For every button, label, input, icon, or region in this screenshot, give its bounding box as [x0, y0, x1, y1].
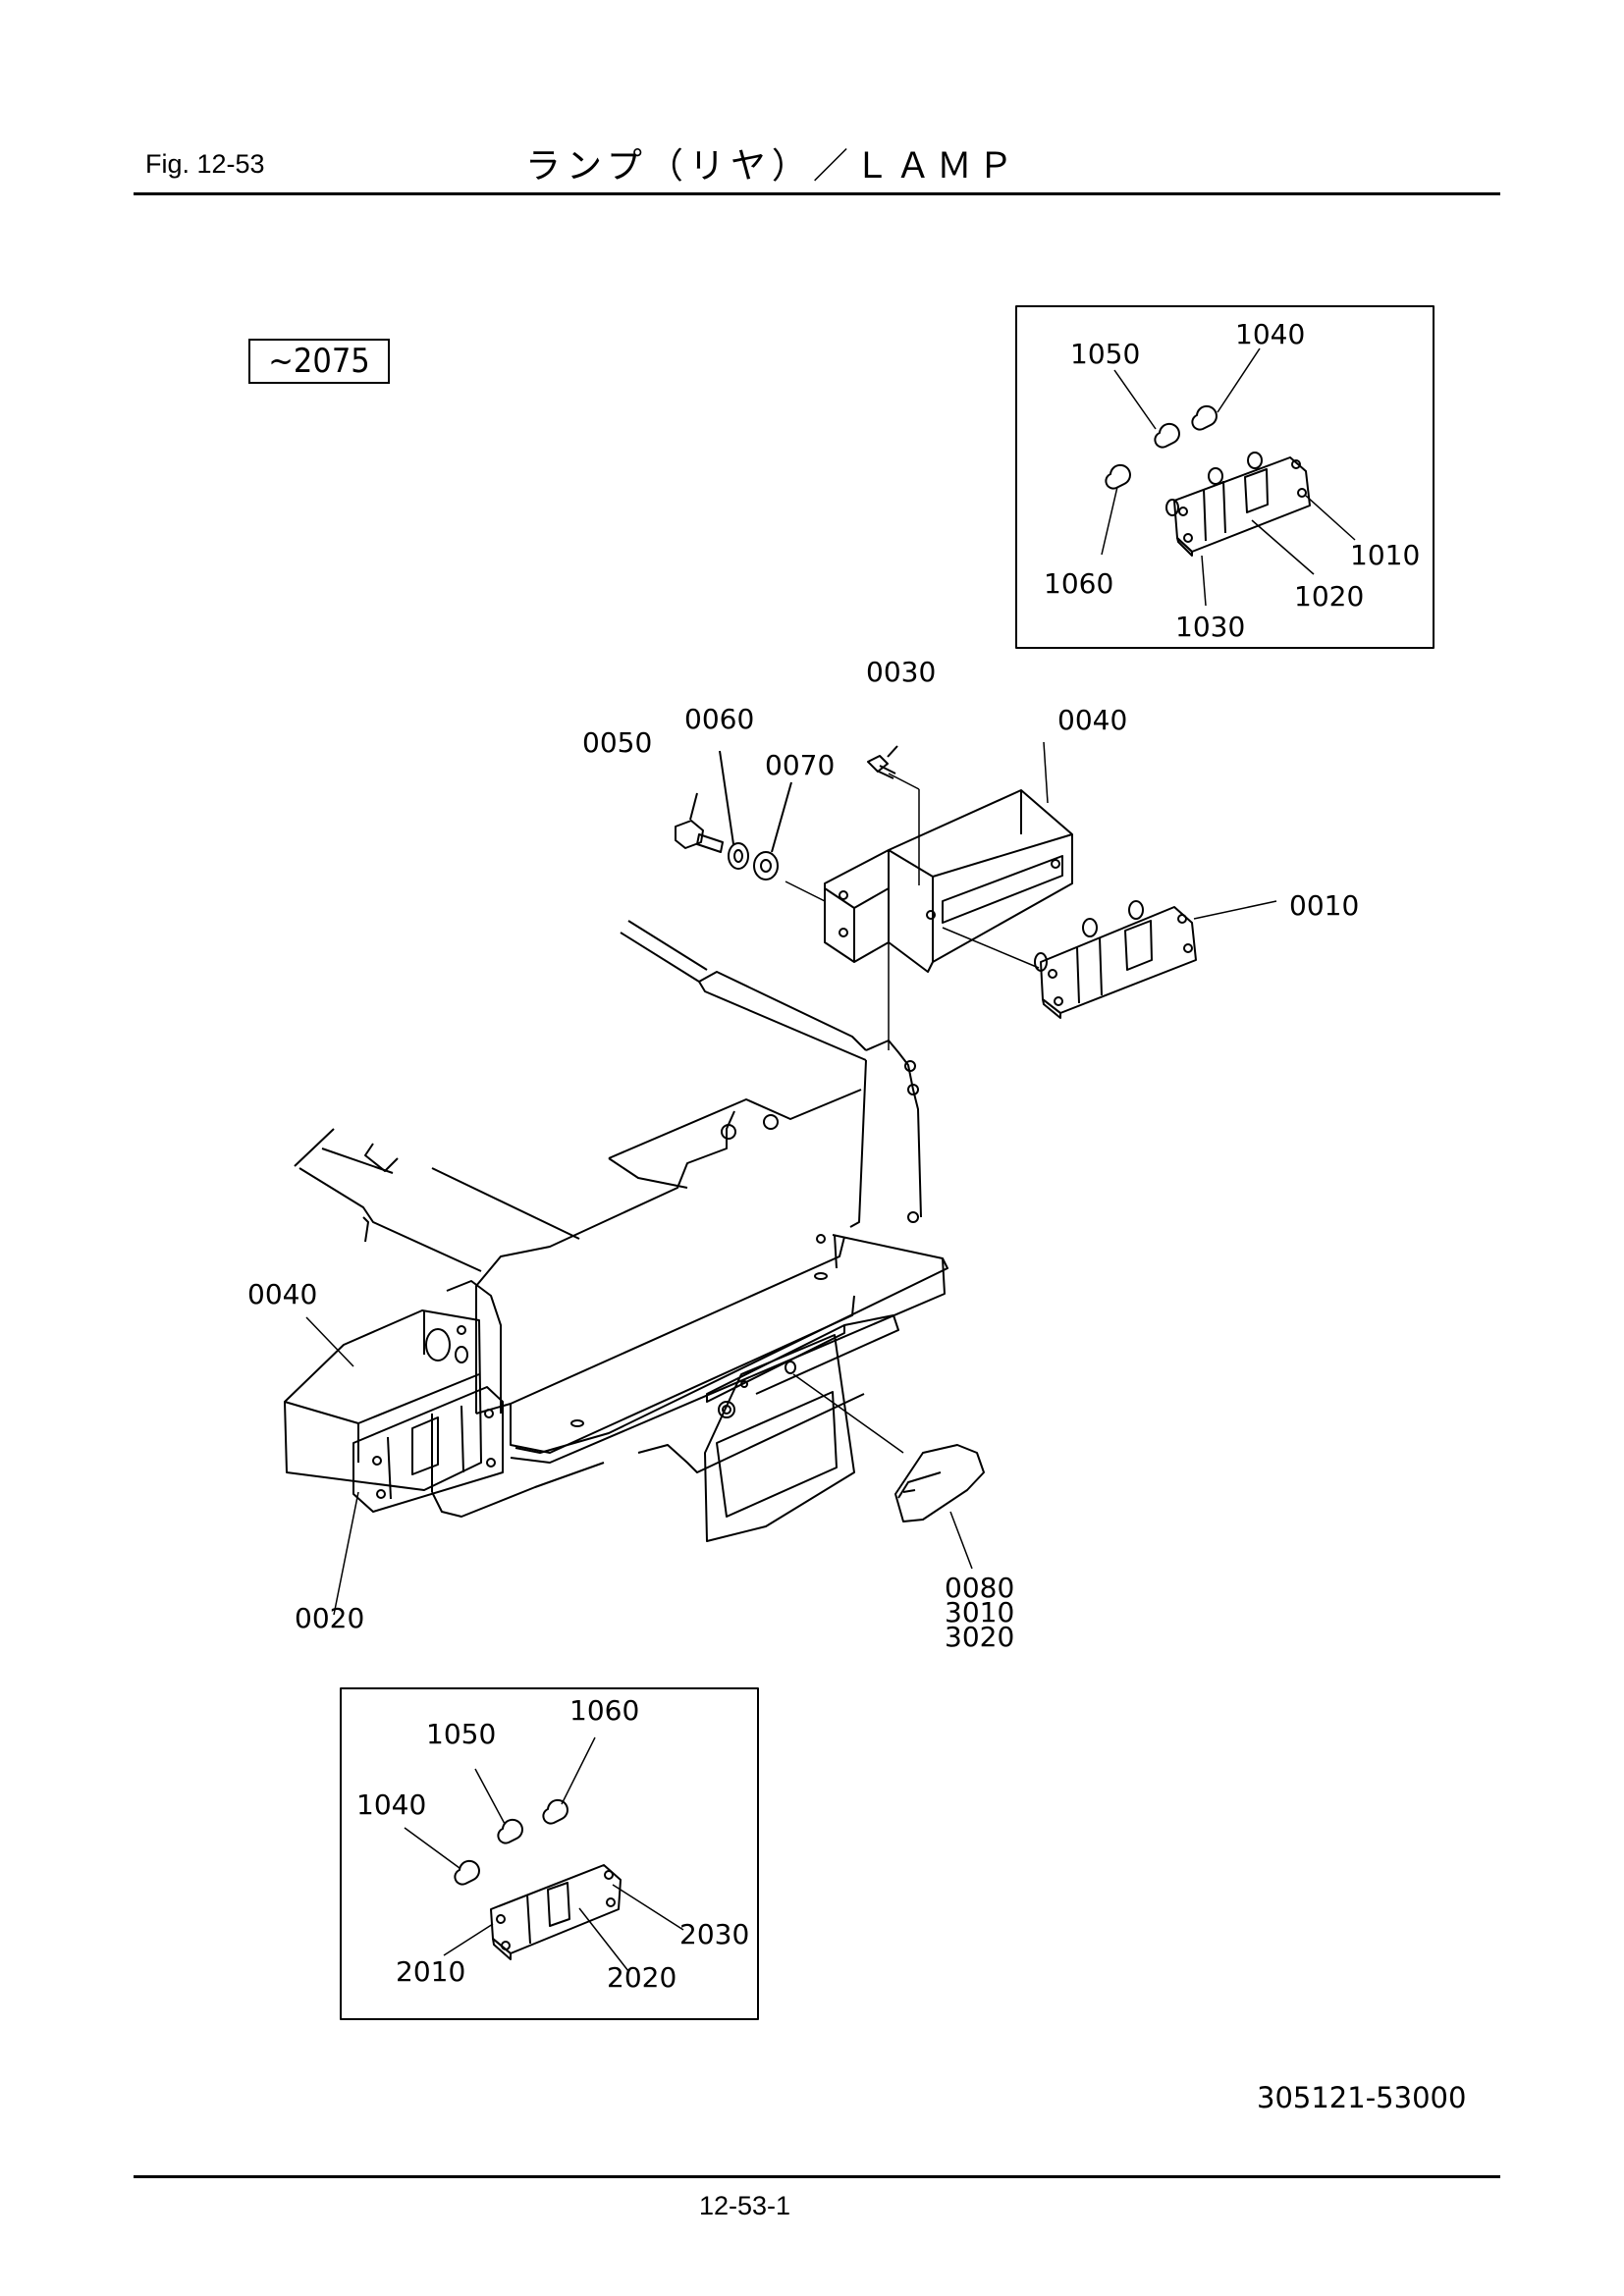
license-plate-bracket: [704, 1324, 855, 1542]
callout-0020: 0020: [295, 1602, 364, 1634]
lamp-0020: [352, 1386, 504, 1513]
inset-bottom-leaders: [404, 1736, 684, 1972]
callout-0010: 0010: [1289, 889, 1359, 922]
callout-0050: 0050: [582, 726, 652, 759]
callout-1060-top: 1060: [1044, 567, 1113, 600]
inset-top-bulbs: [1105, 404, 1218, 490]
drawing-number: 305121-53000: [1257, 2081, 1467, 2114]
upper-leaders: [785, 741, 1277, 1050]
callout-0040-left: 0040: [247, 1278, 317, 1310]
figure-number: Fig. 12-53: [145, 149, 265, 179]
chassis-frame: [294, 920, 948, 1518]
callout-0070: 0070: [765, 749, 835, 781]
washer-0060: [719, 750, 749, 870]
callout-1050-bottom: 1050: [426, 1718, 496, 1750]
washer-0070: [753, 781, 792, 881]
callout-1020: 1020: [1294, 580, 1364, 613]
inset-top-lamp: [1165, 452, 1311, 557]
callout-0080: 0080: [945, 1572, 1014, 1604]
page-number: 12-53-1: [699, 2191, 791, 2220]
inset-bottom-bulbs: [454, 1798, 568, 1886]
callout-0030: 0030: [866, 656, 936, 688]
callout-0040-upper: 0040: [1057, 704, 1127, 736]
callouts-inset-top: 1050 1040 1060 1010 1020 1030: [1044, 318, 1420, 643]
callout-2010: 2010: [396, 1955, 465, 1988]
inset-top-frame: [1015, 305, 1435, 649]
callout-3010: 3010: [945, 1596, 1014, 1629]
callout-2030: 2030: [679, 1918, 749, 1950]
callouts-main: 0030 0040 0050 0060 0070 0010 0040 0020 …: [247, 656, 1359, 1653]
bolt-0030: [867, 745, 898, 779]
callout-3020: 3020: [945, 1621, 1014, 1653]
bracket-0040-upper: [824, 789, 1073, 973]
callout-1060-bottom: 1060: [569, 1694, 639, 1727]
callout-1050-top: 1050: [1070, 338, 1140, 370]
header-rule: [134, 192, 1500, 195]
lower-leaders: [305, 1316, 973, 1616]
footer-rule: [134, 2175, 1500, 2178]
callouts-inset-bottom: 1060 1050 1040 2030 2010 2020: [356, 1694, 749, 1994]
inset-bottom-frame: [340, 1687, 759, 2020]
callout-1010: 1010: [1350, 539, 1420, 571]
callout-2020: 2020: [607, 1961, 677, 1994]
lamp-0080: [894, 1444, 985, 1522]
inset-top-leaders: [1101, 347, 1356, 607]
callout-1040-bottom: 1040: [356, 1789, 426, 1821]
callout-1040-top: 1040: [1235, 318, 1305, 350]
serial-range-box: ~2075: [248, 339, 390, 384]
figure-title: ランプ（リヤ）／ＬＡＭＰ: [525, 146, 1019, 187]
inset-bottom-lamp: [490, 1864, 622, 1960]
callout-0060: 0060: [684, 703, 754, 735]
bolt-0050: [675, 792, 724, 853]
lamp-0010: [1034, 900, 1197, 1019]
callout-1030: 1030: [1175, 611, 1245, 643]
bracket-0040-left: [284, 1309, 482, 1491]
